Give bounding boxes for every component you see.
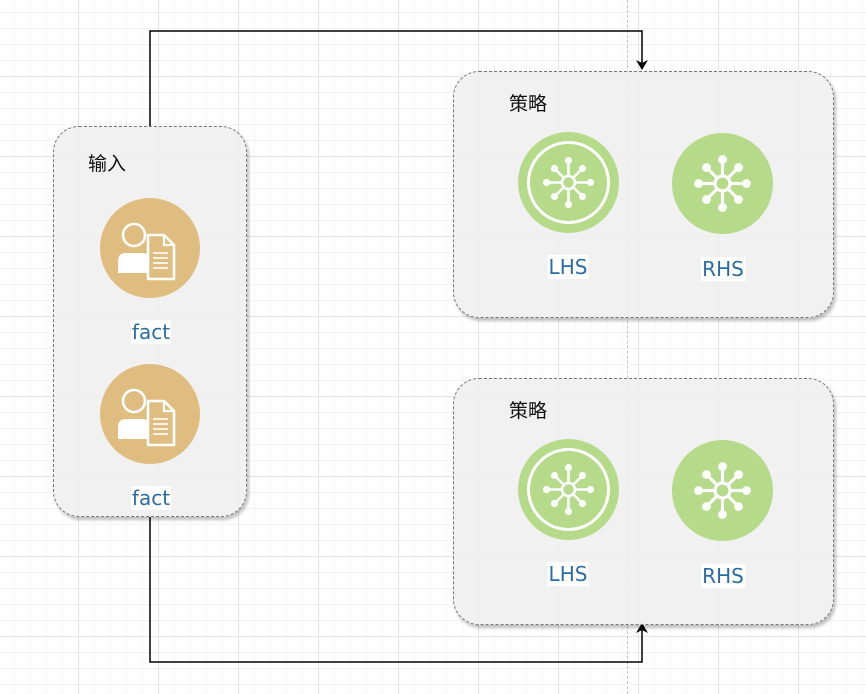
rhs-node[interactable] <box>672 133 773 234</box>
lhs-label: LHS <box>547 562 589 586</box>
connector-input-to-policy-top[interactable] <box>149 30 648 126</box>
policy-group-title: 策略 <box>509 93 548 115</box>
user-document-icon <box>118 388 176 447</box>
hub-icon <box>694 155 751 212</box>
hub-icon <box>694 462 751 519</box>
policy-group-title: 策略 <box>509 400 548 422</box>
rhs-label: RHS <box>701 257 745 281</box>
hub-ring-icon <box>527 448 610 531</box>
fact-node[interactable] <box>100 198 200 298</box>
vertical-guide-line <box>627 0 628 694</box>
input-group[interactable]: 输入 fact fact <box>53 126 247 517</box>
rhs-label: RHS <box>701 564 745 588</box>
lhs-node[interactable] <box>518 132 619 233</box>
hub-ring-icon <box>527 141 610 224</box>
lhs-node[interactable] <box>518 439 619 540</box>
rhs-node[interactable] <box>672 440 773 541</box>
fact-node[interactable] <box>100 364 200 464</box>
policy-group[interactable]: 策略 <box>453 71 834 318</box>
fact-label: fact <box>130 486 172 510</box>
connector-input-to-policy-bottom[interactable] <box>149 517 648 663</box>
user-document-icon <box>118 222 176 281</box>
lhs-label: LHS <box>547 255 589 279</box>
policy-group[interactable]: 策略 <box>453 378 834 625</box>
input-group-title: 输入 <box>88 153 127 175</box>
fact-label: fact <box>130 320 172 344</box>
